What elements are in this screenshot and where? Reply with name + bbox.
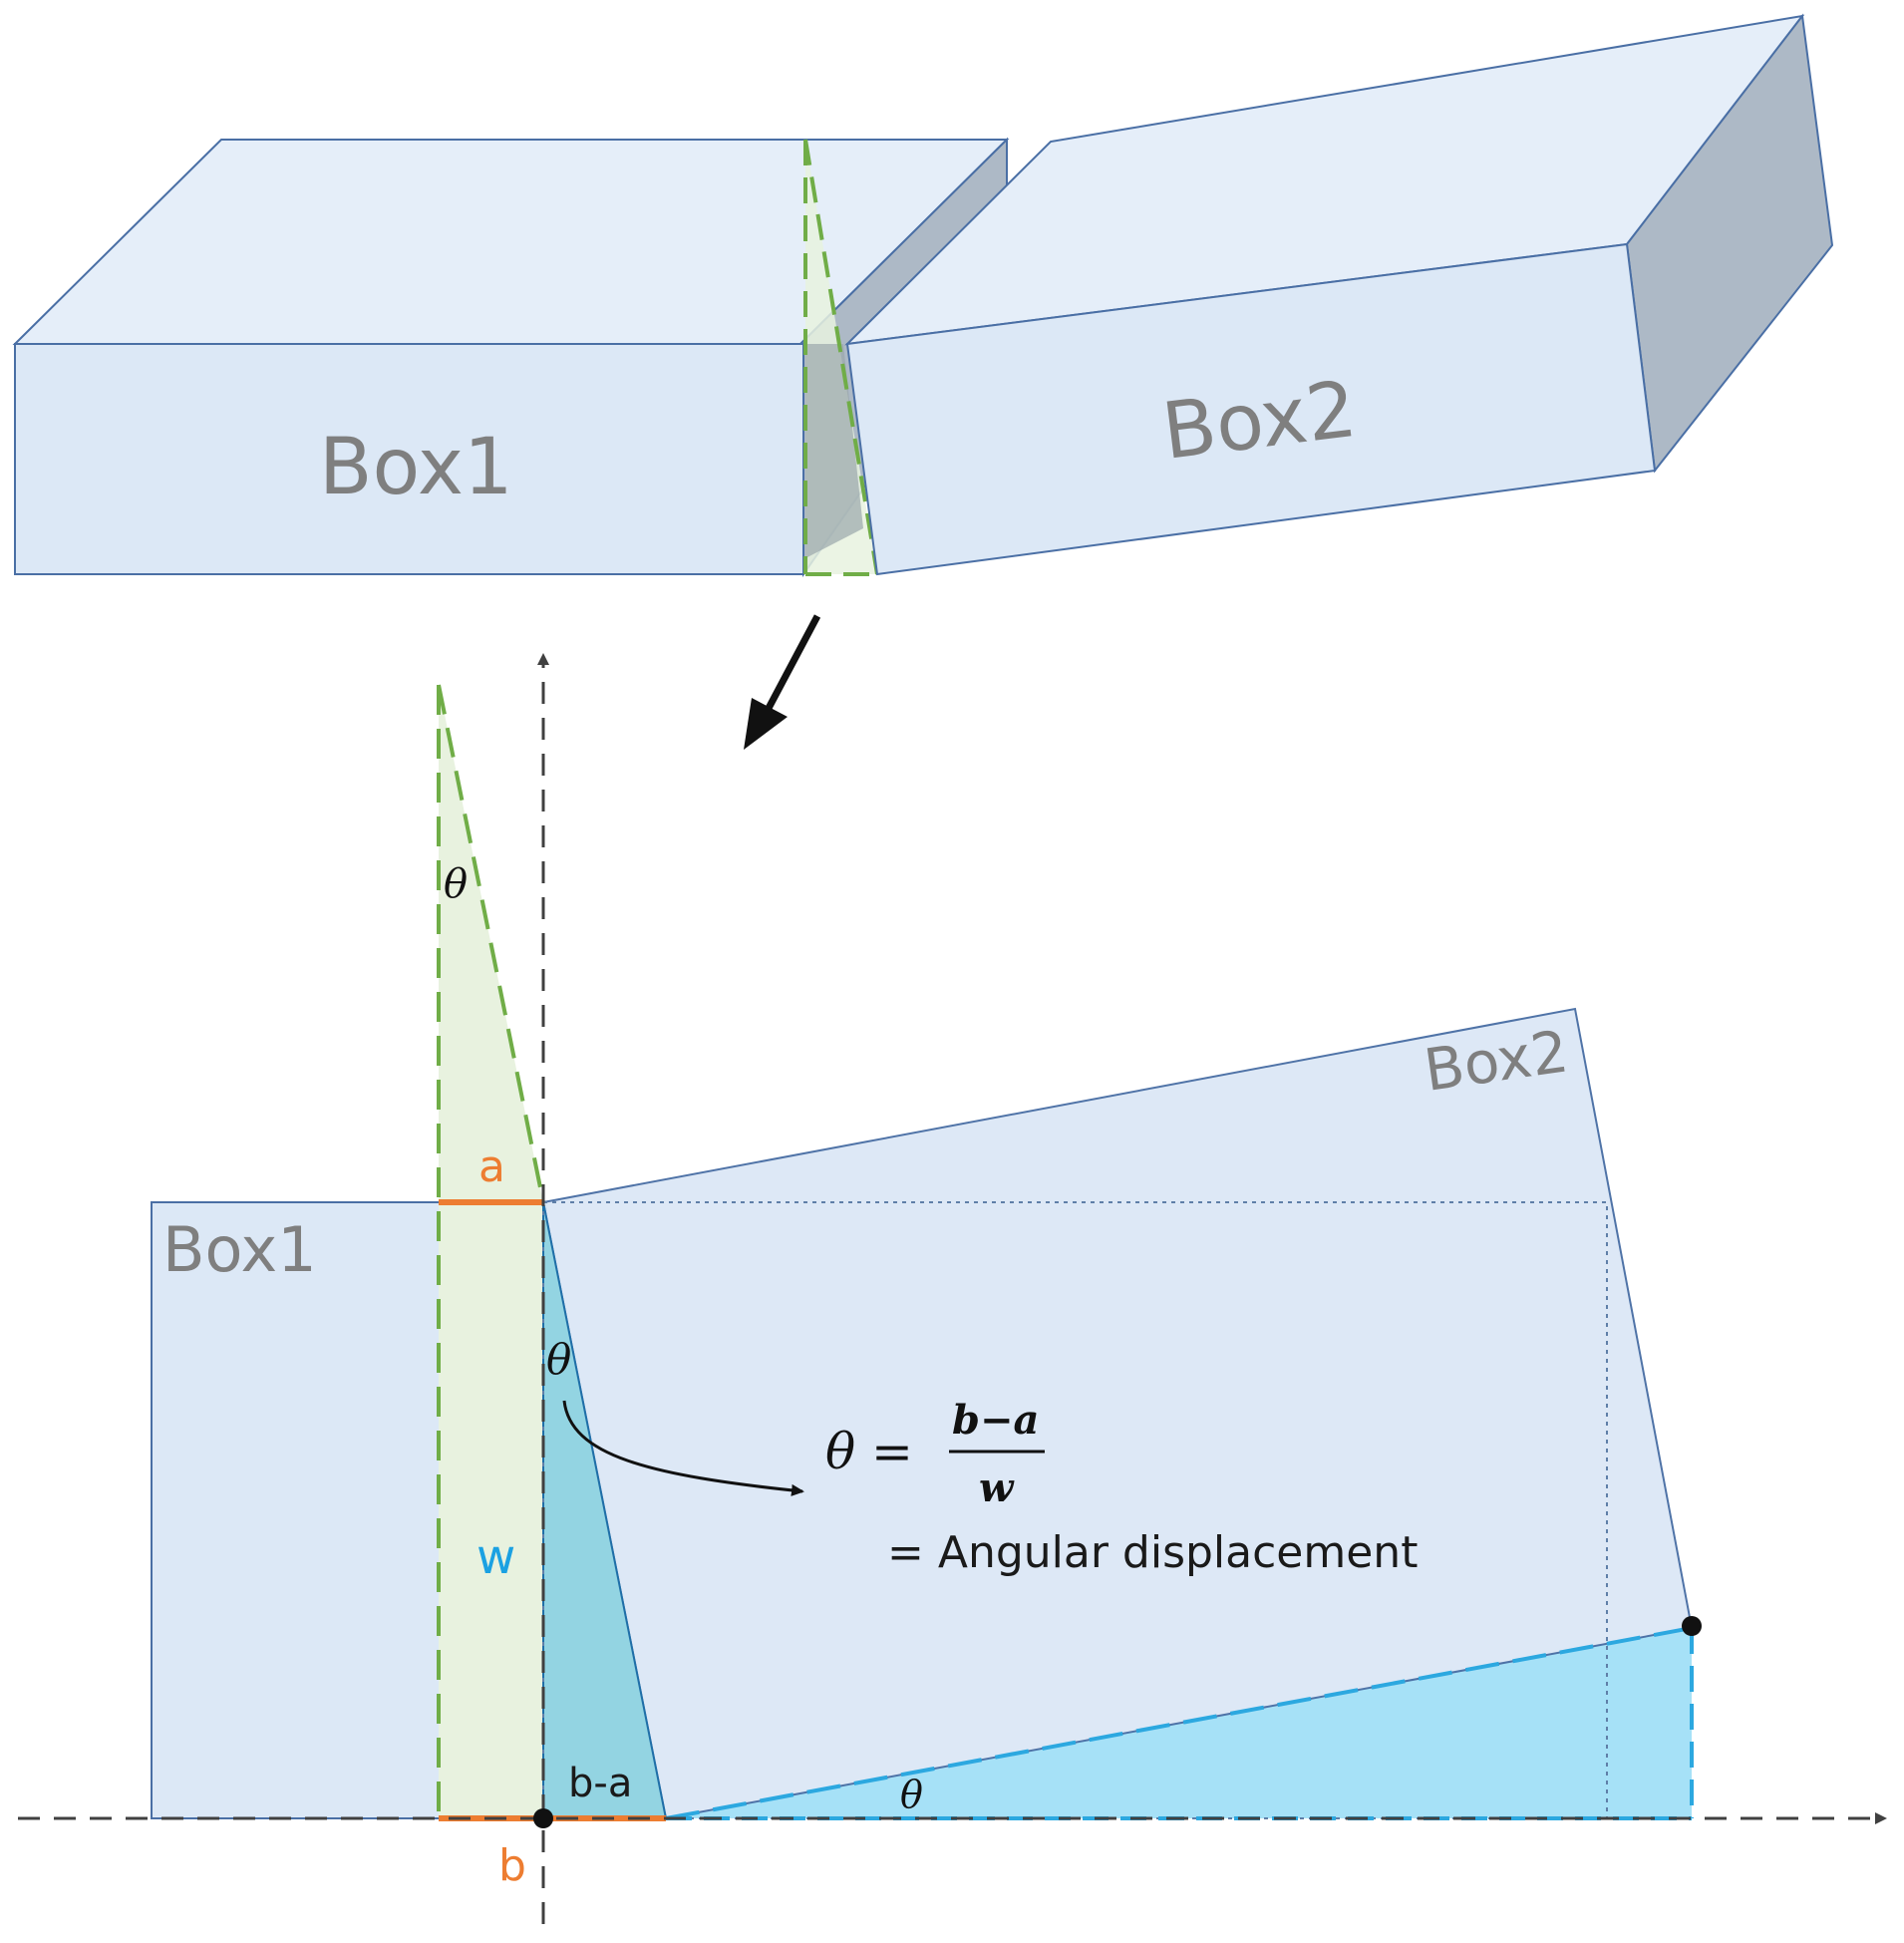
zoom-arrow-head <box>744 698 788 750</box>
zoom-arrow <box>744 614 821 750</box>
formula-lhs: θ = <box>825 1423 913 1480</box>
origin-point <box>533 1808 553 1828</box>
formula-equals-text: = Angular displacement <box>887 1527 1418 1578</box>
wedge-3d-shadow <box>805 344 863 558</box>
top-3d-view: Box1 Box2 <box>12 13 1834 750</box>
box2-front-face <box>845 242 1657 576</box>
theta-bottom-label: θ <box>900 1773 923 1816</box>
formula-pointer-curve <box>562 1400 804 1496</box>
wedge-3d <box>803 139 879 576</box>
corner-point <box>1682 1616 1702 1636</box>
label-w: w <box>476 1529 515 1585</box>
box1-label-top: Box1 <box>319 423 513 512</box>
label-b-minus-a: b-a <box>568 1761 632 1806</box>
formula: θ = b−a w = Angular displacement <box>825 1397 1418 1578</box>
theta-wedge-label: θ <box>444 861 468 907</box>
blue-dashed-hypotenuse <box>665 1626 1693 1820</box>
wedge-slanted-edge <box>437 684 545 1203</box>
formula-denominator: w <box>979 1464 1015 1511</box>
green-wedge <box>439 685 543 1818</box>
bottom-2d-view: Box1 Box2 θ a w b b-a θ θ <box>18 653 1887 1924</box>
box2-3d: Box2 <box>844 13 1834 576</box>
formula-numerator: b−a <box>952 1397 1039 1444</box>
box1-label-bottom: Box1 <box>162 1213 317 1286</box>
label-b: b <box>498 1840 526 1891</box>
theta-triangle-label: θ <box>546 1335 571 1384</box>
box1-front-face <box>14 343 804 575</box>
label-a: a <box>478 1141 505 1192</box>
zoom-arrow-shaft <box>762 614 821 716</box>
